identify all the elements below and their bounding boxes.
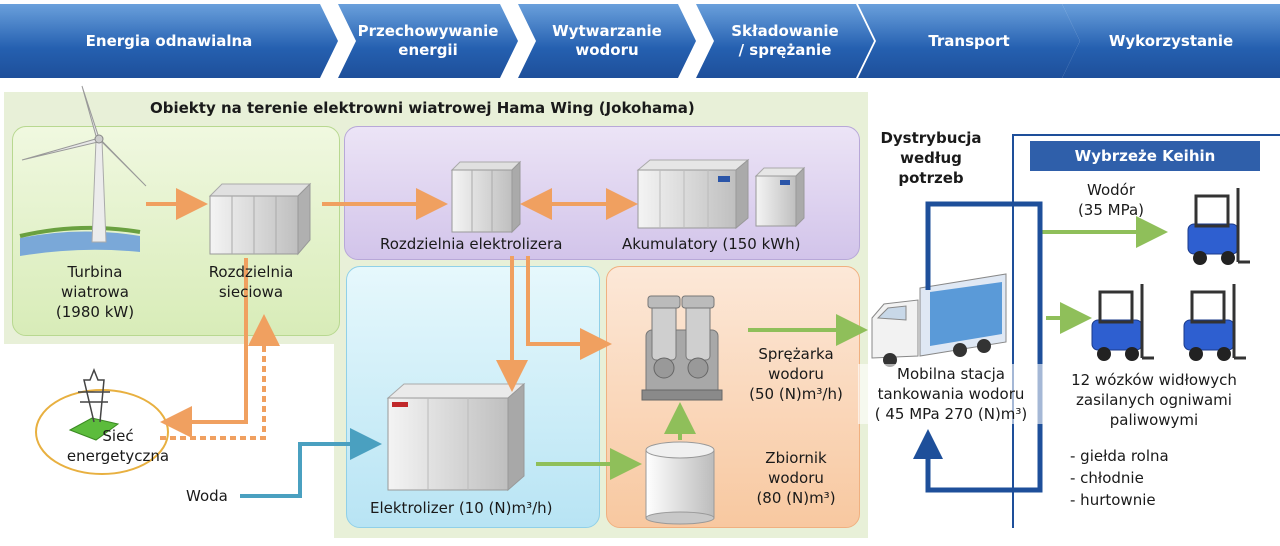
banner-energy-storage: Przechowywanie energii (338, 4, 518, 78)
station-label: Mobilna stacja tankowania wodoru ( 45 MP… (858, 364, 1044, 424)
grid-switchgear-icon (208, 182, 312, 256)
hydrogen-tank-icon (645, 441, 715, 525)
forklifts-label: 12 wózków widłowych zasilanych ogniwami … (1071, 371, 1237, 429)
battery-label: Akumulatory (150 kWh) (622, 235, 801, 253)
truck-icon (871, 273, 1007, 367)
forklift-icon-3 (1183, 284, 1246, 361)
site-title: Obiekty na terenie elektrowni wiatrowej … (150, 99, 695, 117)
use-item: - giełda rolna (1070, 447, 1169, 465)
region-title: Wybrzeże Keihin (1030, 141, 1260, 171)
use-item: - chłodnie (1070, 469, 1144, 487)
electrolyzer-switchgear-icon (450, 160, 522, 234)
banner-transport: Transport (858, 4, 1080, 78)
banner-storage-compression: Składowanie / sprężanie (696, 4, 874, 78)
grid-switch-label: Rozdzielnia sieciowa (208, 263, 294, 301)
banner-hydrogen-production: Wytwarzanie wodoru (518, 4, 696, 78)
turbine-label: Turbina wiatrowa (1980 kW) (55, 263, 135, 321)
electrolyzer-icon (386, 382, 526, 492)
hydrogen-flow-arrows (536, 216, 1168, 480)
banner-usage: Wykorzystanie (1062, 4, 1280, 78)
forklift-icon-1 (1187, 188, 1250, 265)
electric-flow-arrows (146, 188, 638, 440)
water-label: Woda (186, 487, 228, 505)
hydrogen-label: Wodór (35 MPa) (1077, 181, 1145, 219)
compressor-label: Sprężarka wodoru (50 (N)m³/h) (749, 345, 843, 403)
distribution-label: Dystrybucja według potrzeb (880, 129, 982, 187)
battery-icon (636, 158, 806, 230)
electrolyzer-label: Elektrolizer (10 (N)m³/h) (370, 499, 553, 517)
compressor-icon (641, 295, 723, 401)
wind-turbine-icon (19, 85, 147, 256)
power-grid-label-text: Sieć energetyczna (66, 427, 170, 465)
transport-path (913, 201, 1043, 493)
electrolyzer-switch-label: Rozdzielnia elektrolizera (380, 235, 563, 253)
water-flow-arrow (240, 428, 382, 498)
tank-label: Zbiornik wodoru (80 (N)m³) (756, 449, 836, 507)
use-item: - hurtownie (1070, 491, 1156, 509)
banner-renewable-energy: Energia odnawialna (0, 4, 338, 78)
forklift-icon-2 (1091, 284, 1154, 361)
